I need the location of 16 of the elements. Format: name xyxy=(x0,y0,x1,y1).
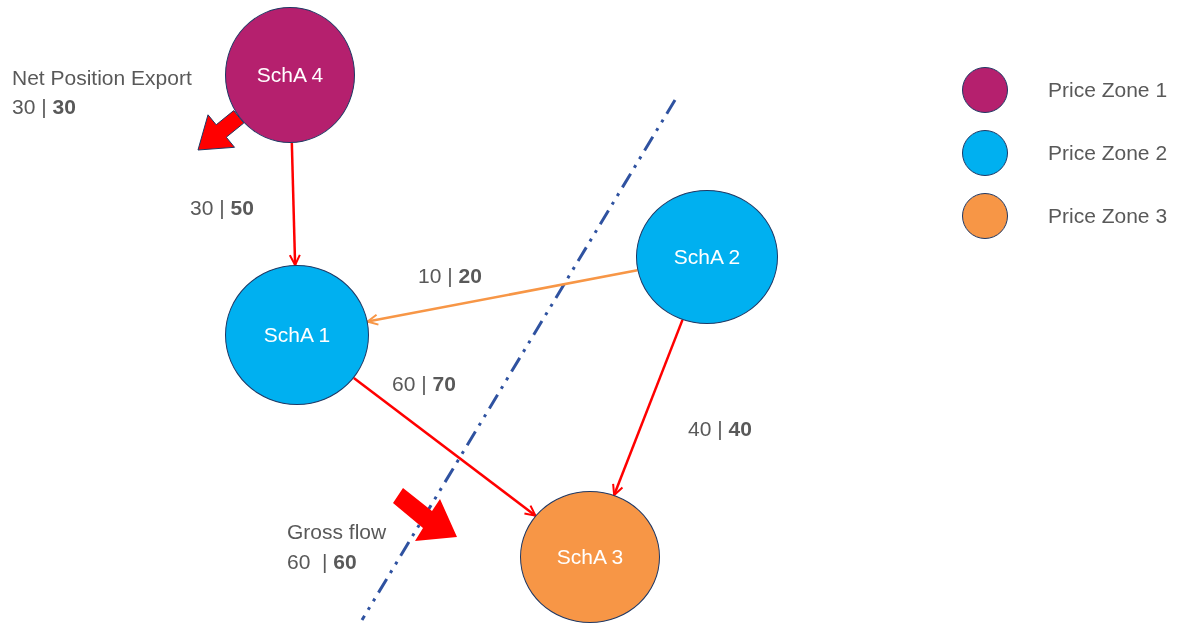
legend-label: Price Zone 3 xyxy=(1048,203,1168,230)
block-arrow xyxy=(197,110,245,151)
arrow xyxy=(366,269,638,326)
legend-label: Price Zone 2 xyxy=(1048,140,1168,167)
flow-label: Net Position Export xyxy=(12,65,192,91)
arrow xyxy=(612,319,684,497)
flow-value: 60 | 60 xyxy=(287,549,357,575)
node-label: SchA 1 xyxy=(263,322,331,349)
legend-label: Price Zone 1 xyxy=(1048,77,1168,104)
arrow xyxy=(288,142,301,266)
arrow xyxy=(353,377,537,517)
node-label: SchA 4 xyxy=(256,62,324,89)
flow-label: Gross flow xyxy=(287,519,387,545)
flow-value: 30 | 30 xyxy=(12,94,76,120)
node-label: SchA 2 xyxy=(673,244,741,271)
node-label: SchA 3 xyxy=(556,544,624,571)
